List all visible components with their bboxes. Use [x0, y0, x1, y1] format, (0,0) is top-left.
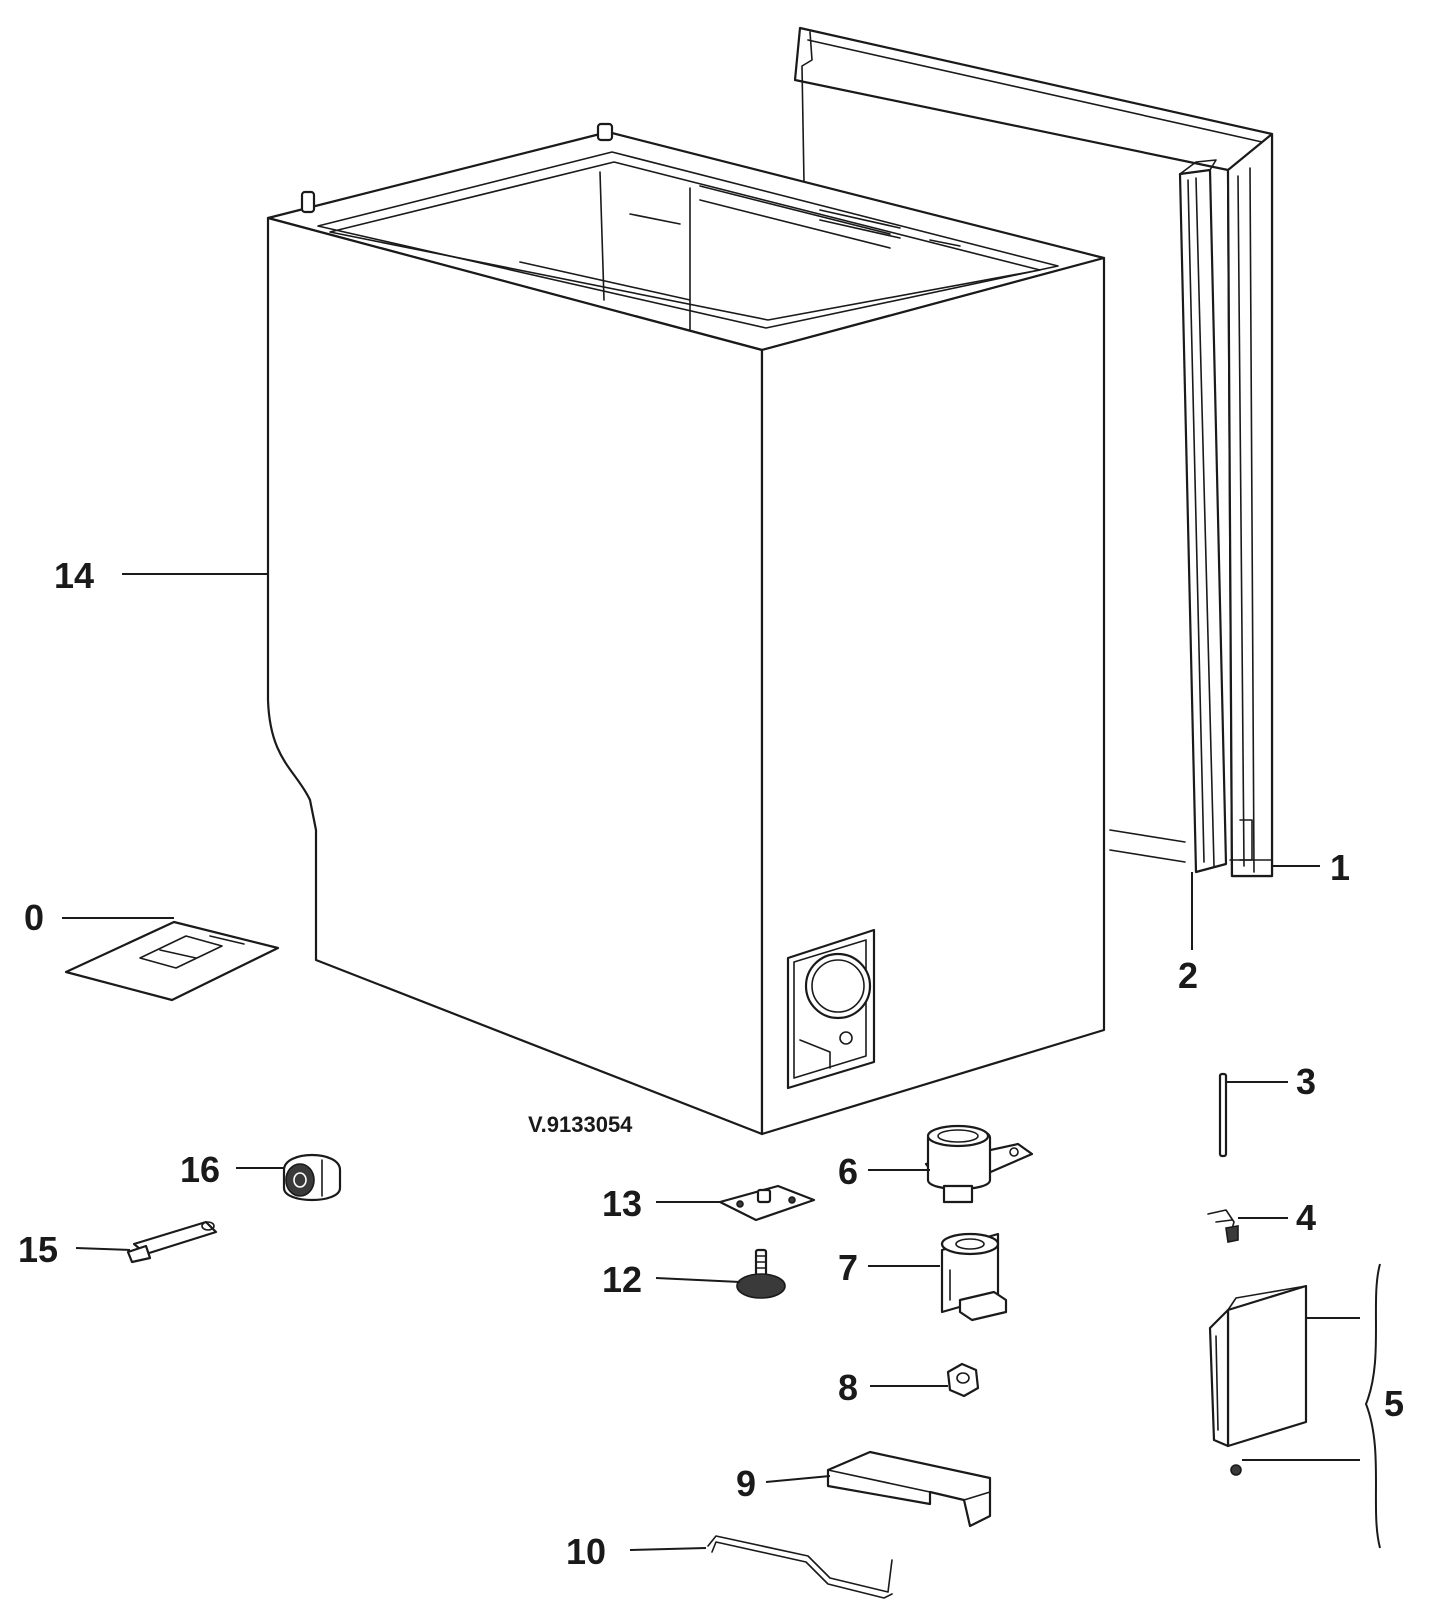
guide-holder-part-7 — [940, 1232, 1008, 1322]
callout-3: 3 — [1296, 1061, 1316, 1102]
foot-bearing-part-6 — [924, 1124, 1034, 1204]
floor-guide-line — [1109, 829, 1186, 843]
callout-2: 2 — [1178, 955, 1198, 996]
bracket-part-5 — [1208, 1284, 1308, 1476]
callout-8: 8 — [838, 1367, 858, 1408]
callout-6: 6 — [838, 1151, 858, 1192]
leader-lines — [62, 573, 1381, 1551]
seal-strip-part-2 — [1178, 159, 1228, 874]
callout-12: 12 — [602, 1259, 642, 1300]
callout-9: 9 — [736, 1463, 756, 1504]
callout-7: 7 — [838, 1247, 858, 1288]
adjustable-foot-part-12 — [736, 1248, 786, 1299]
callout-10: 10 — [566, 1531, 606, 1572]
callout-0: 0 — [24, 897, 44, 938]
callout-4: 4 — [1296, 1197, 1316, 1238]
floor-guide-line — [1109, 849, 1186, 863]
latch-clip-part-15 — [126, 1220, 218, 1264]
callout-14: 14 — [54, 555, 94, 596]
nut-part-8 — [946, 1362, 980, 1398]
callout-5: 5 — [1384, 1383, 1404, 1424]
mounting-plate-part-13 — [718, 1184, 816, 1222]
callout-16: 16 — [180, 1149, 220, 1190]
callout-15: 15 — [18, 1229, 58, 1270]
callout-13: 13 — [602, 1183, 642, 1224]
rating-plate-part-0 — [64, 920, 280, 1002]
callout-1: 1 — [1330, 847, 1350, 888]
drawing-code: V.9133054 — [528, 1112, 633, 1137]
cabinet-body-part-14 — [266, 122, 1106, 1136]
kick-strip-part-9 — [826, 1450, 992, 1528]
wire-rod-part-10 — [707, 1535, 893, 1599]
grommet-part-16 — [282, 1153, 342, 1202]
door-frame-part-1 — [793, 26, 1274, 878]
clip-part-4 — [1207, 1209, 1239, 1243]
hinge-pin-part-3 — [1218, 1072, 1228, 1158]
callout-labels: 14 0 1 2 3 4 5 6 7 8 9 10 12 13 15 16 — [18, 555, 1404, 1572]
